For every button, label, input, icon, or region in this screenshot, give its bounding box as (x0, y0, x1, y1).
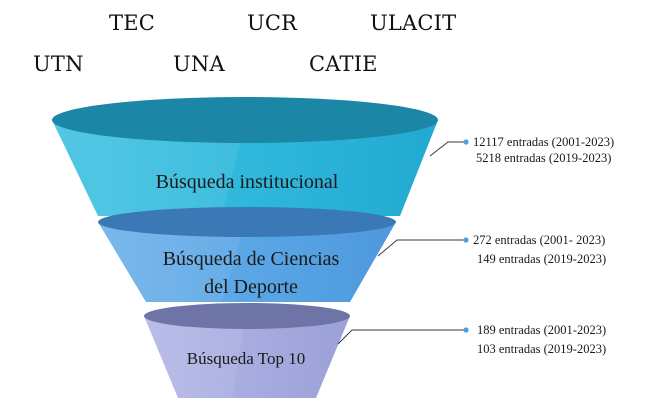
level-2-label-line-2: del Deporte (204, 276, 298, 298)
level-1-top (52, 97, 438, 143)
level-3-label: Búsqueda Top 10 (187, 349, 305, 368)
connector-level-2 (377, 239, 466, 257)
connector-dot-2 (463, 237, 469, 243)
funnel-level-top-10: Búsqueda Top 10 (144, 303, 350, 398)
institution-utn: UTN (33, 52, 84, 76)
level-1-stat-total: 12117 entradas (2001-2023) (473, 135, 614, 149)
institution-ulacit: ULACIT (370, 11, 457, 35)
connector-level-3 (337, 329, 466, 345)
level-3-top (144, 303, 350, 329)
level-2-label-line-1: Búsqueda de Ciencias (163, 248, 340, 270)
level-2-stat-total: 272 entradas (2001- 2023) (473, 233, 605, 247)
institution-ucr: UCR (247, 11, 298, 35)
level-3-body (144, 316, 350, 398)
connector-level-1 (429, 141, 466, 157)
level-3-stat-recent: 103 entradas (2019-2023) (477, 342, 606, 356)
level-1-body (52, 120, 438, 216)
connector-dot-3 (463, 327, 469, 333)
level-3-stat-total: 189 entradas (2001-2023) (477, 323, 606, 337)
level-2-top (98, 207, 396, 237)
institution-catie: CATIE (309, 52, 378, 76)
institution-una: UNA (173, 52, 225, 76)
connector-dot-1 (463, 139, 469, 145)
level-2-body (98, 222, 396, 302)
funnel-level-sports-science: Búsqueda de Ciencias del Deporte (98, 207, 396, 302)
level-1-label: Búsqueda institucional (156, 171, 339, 193)
funnel-level-institutional: Búsqueda institucional (52, 97, 438, 216)
institution-tec: TEC (109, 11, 156, 35)
level-1-stat-recent: 5218 entradas (2019-2023) (476, 151, 611, 165)
level-2-stat-recent: 149 entradas (2019-2023) (477, 252, 606, 266)
connectors (337, 141, 466, 345)
